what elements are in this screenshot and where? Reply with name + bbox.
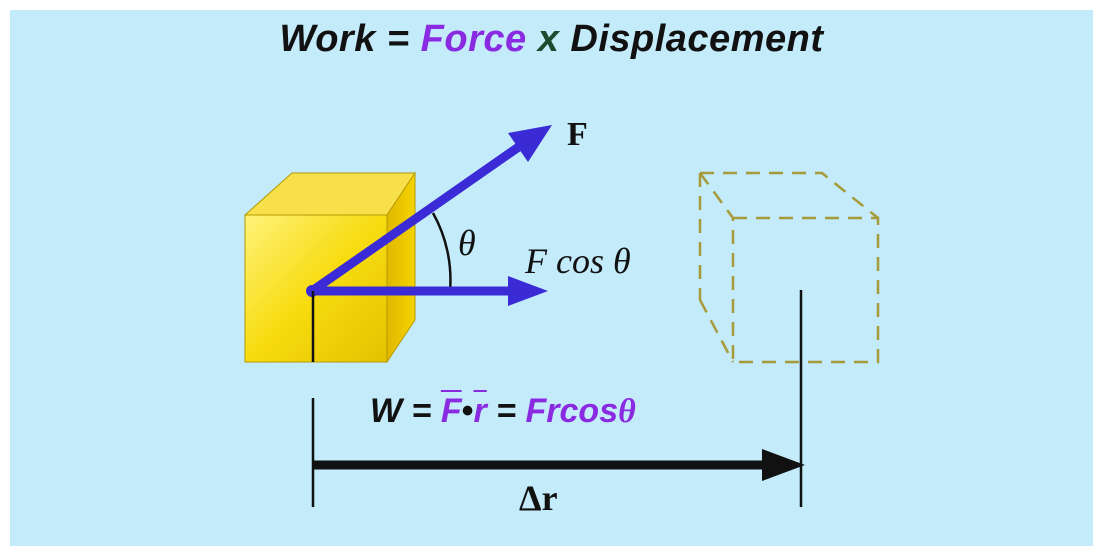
solid-cube (243, 171, 416, 364)
force-vectors (306, 125, 552, 306)
formula-equals-1: = (402, 392, 441, 430)
force-vector-shaft (307, 141, 525, 296)
component-vector-arrowhead (508, 276, 548, 306)
dashed-cube-diagonal (698, 172, 735, 219)
title-displacement: Displacement (570, 18, 824, 60)
cube-top-face (243, 172, 416, 216)
work-formula: W = F•r = Frcosθ (370, 392, 636, 431)
title-force: Force (420, 18, 527, 60)
angle-label: θ (458, 223, 476, 263)
title: Work = Force x Displacement (0, 18, 1103, 61)
title-work: Work (279, 18, 376, 60)
formula-equals-2: = (486, 392, 526, 430)
dashed-cube-lower-edge (698, 299, 735, 363)
formula-theta: θ (618, 393, 636, 430)
title-equals: = (375, 18, 421, 60)
dashed-cube-top (700, 171, 879, 219)
dashed-cube (698, 171, 880, 364)
formula-frcos: Frcos (525, 392, 619, 430)
displacement-label: Δr (519, 478, 558, 518)
formula-force-vector: F (440, 392, 462, 430)
angle-arc (431, 212, 452, 292)
force-vector-arrowhead (508, 125, 552, 162)
displacement-arrow (313, 449, 805, 481)
force-label: F (567, 116, 588, 153)
title-times: x (526, 18, 571, 60)
diagram-background (10, 10, 1093, 546)
formula-w: W (370, 392, 403, 430)
displacement-arrowhead (762, 449, 805, 481)
dashed-cube-front (731, 216, 880, 364)
component-label: F cos θ (524, 241, 631, 281)
formula-displacement-vector: r (473, 392, 487, 430)
formula-dot: • (461, 392, 474, 430)
